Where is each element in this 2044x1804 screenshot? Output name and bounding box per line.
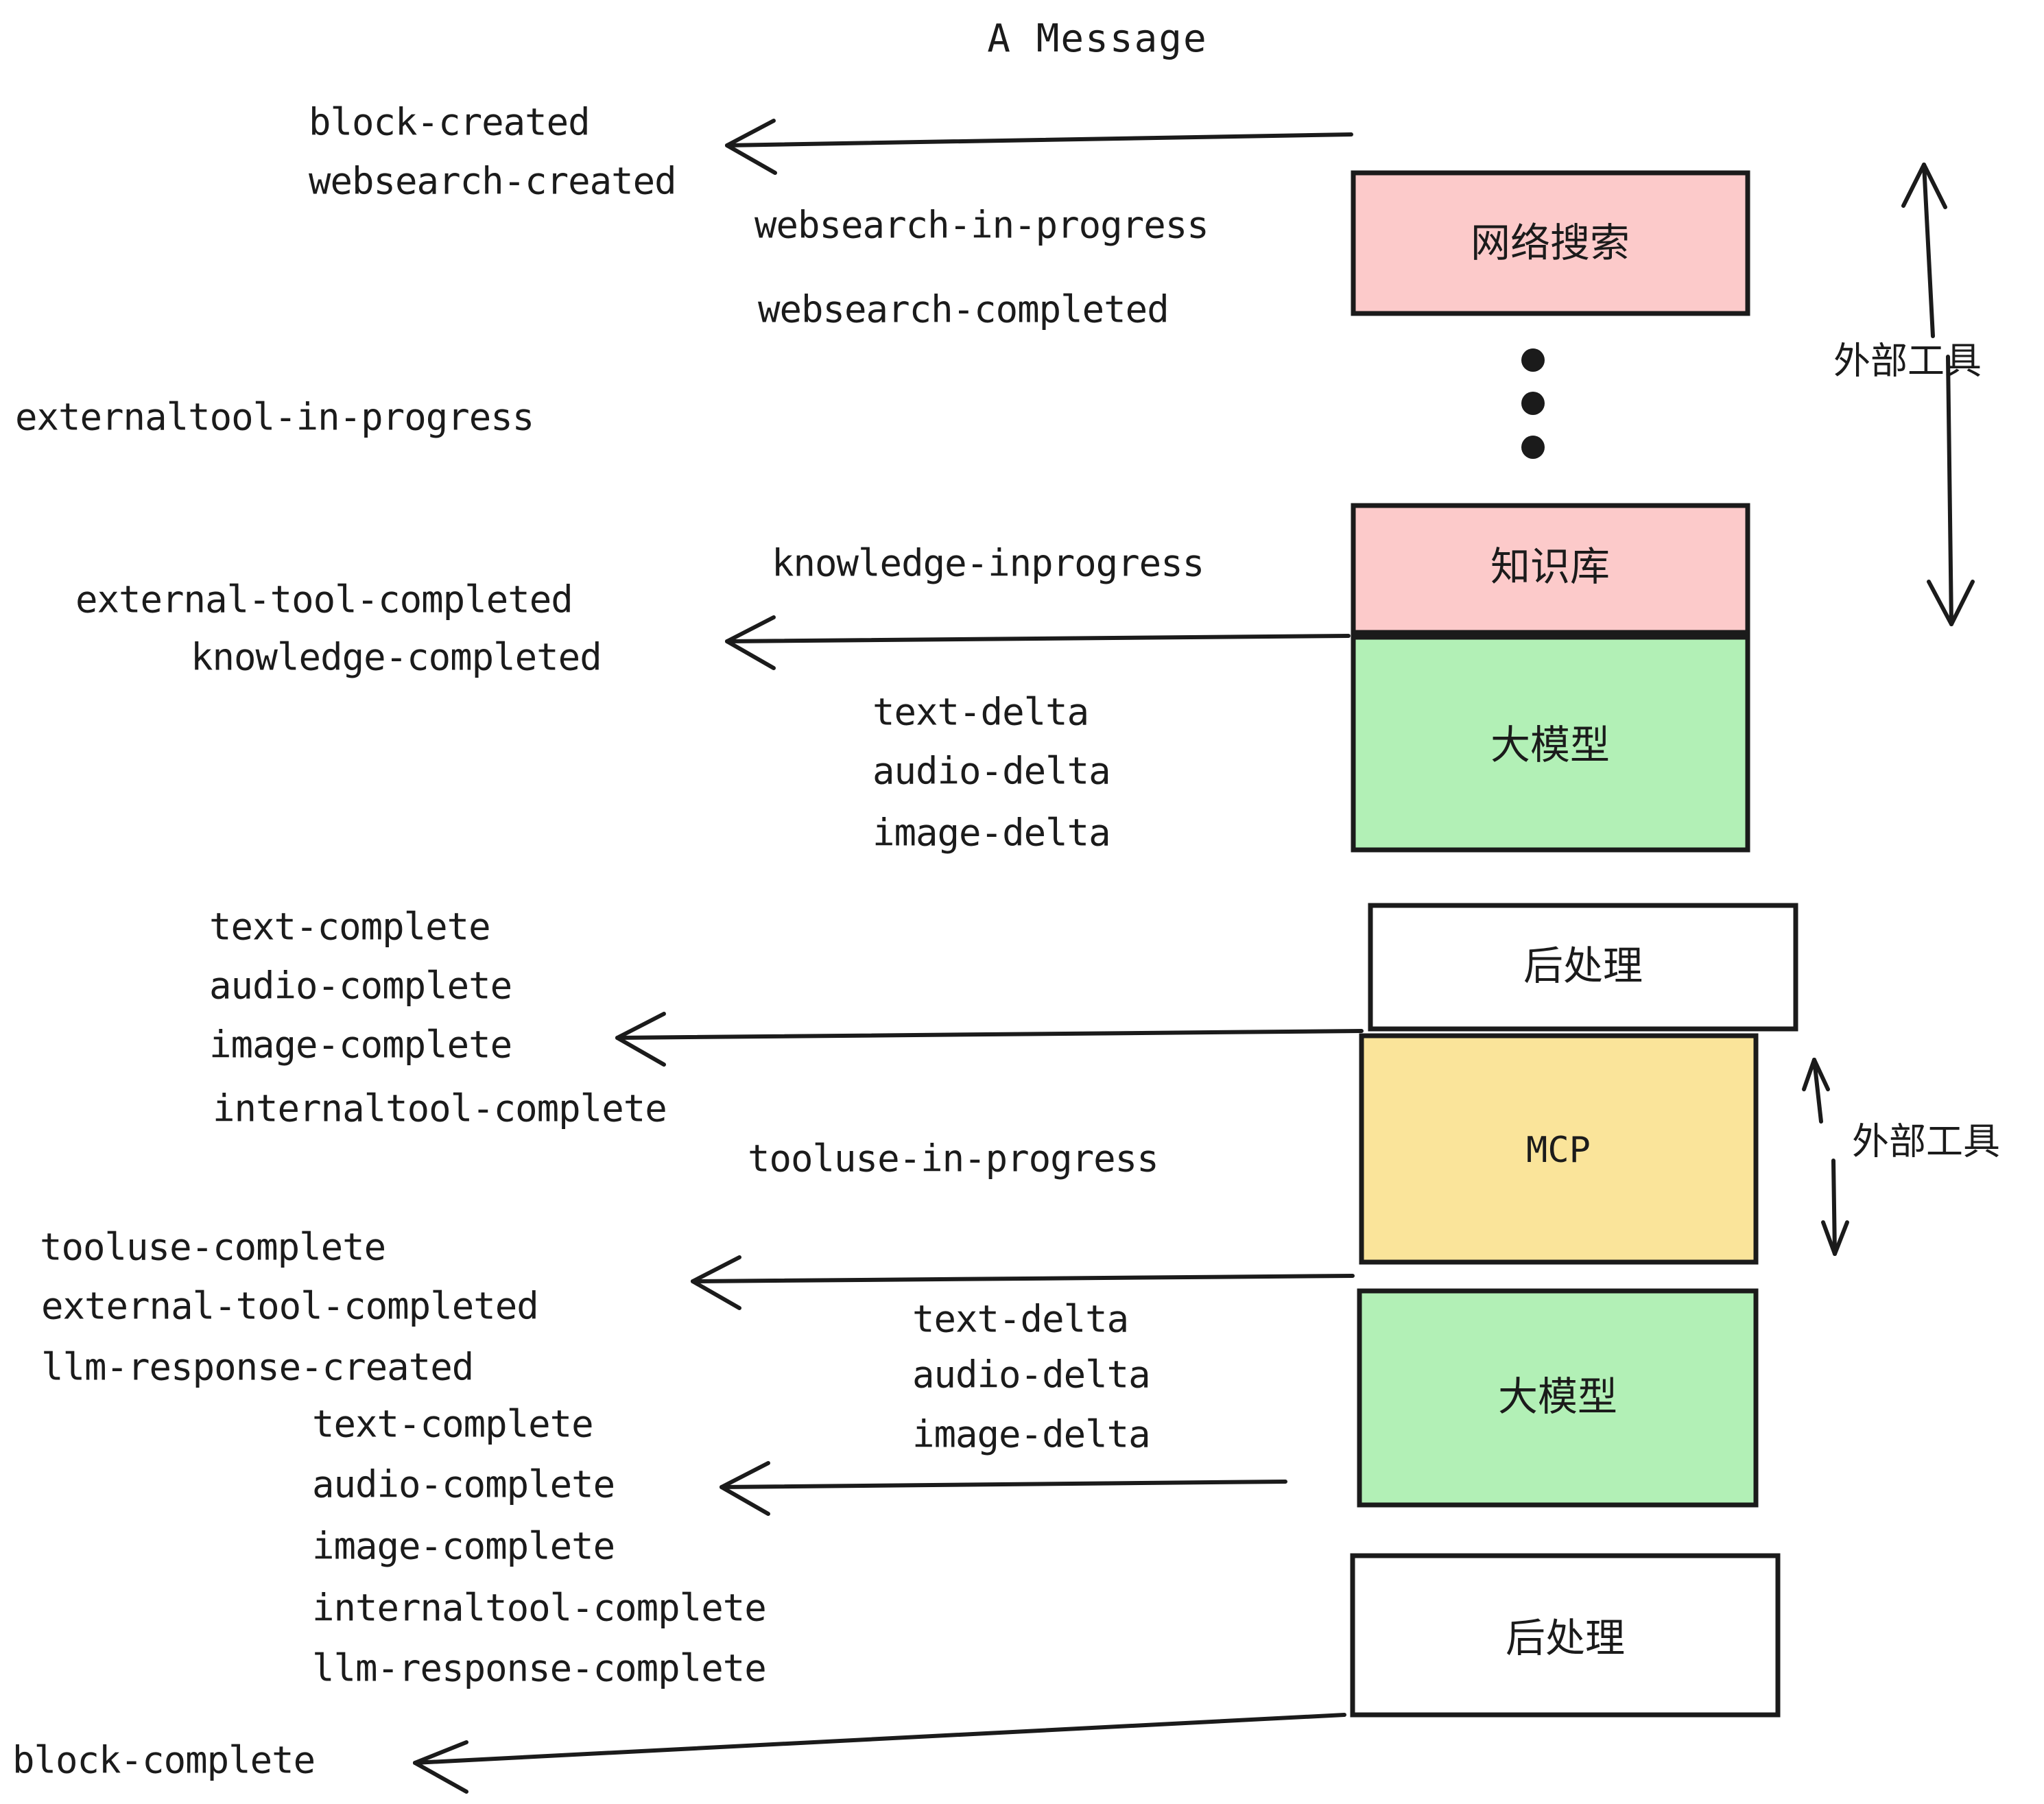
box-knowledge[interactable]: 知识库 <box>1351 503 1750 635</box>
event-llm-response-created: llm-response-created <box>41 1346 473 1389</box>
event-internaltool-complete-1: internaltool-complete <box>213 1087 667 1130</box>
external-tool-scope-top <box>1901 163 1975 626</box>
box-knowledge-label: 知识库 <box>1490 543 1610 590</box>
event-external-tool-completed-1: external-tool-completed <box>75 578 573 621</box>
event-external-tool-completed-2: external-tool-completed <box>41 1285 538 1328</box>
arrow-audio-complete <box>720 1461 1287 1516</box>
box-llm-2-rect[interactable] <box>1357 1288 1759 1508</box>
event-text-complete-2: text-complete <box>312 1403 593 1446</box>
event-block-complete: block-complete <box>12 1739 315 1782</box>
event-websearch-created: websearch-created <box>309 160 676 203</box>
event-text-delta-2: text-delta <box>912 1298 1128 1341</box>
event-audio-complete-1: audio-complete <box>209 964 512 1008</box>
box-knowledge-rect[interactable] <box>1351 503 1750 635</box>
event-websearch-in-progress: websearch-in-progress <box>754 204 1209 247</box>
arrow-image-complete <box>615 1012 1364 1067</box>
event-audio-delta-1: audio-delta <box>872 750 1110 793</box>
box-postprocess-1[interactable]: 后处理 <box>1368 903 1798 1032</box>
box-websearch-label: 网络搜索 <box>1471 219 1630 266</box>
arrow-tooluse-complete <box>691 1255 1355 1310</box>
box-postprocess-1-label: 后处理 <box>1523 942 1643 989</box>
box-llm-2-label: 大模型 <box>1498 1373 1617 1420</box>
box-postprocess-2-label: 后处理 <box>1506 1615 1625 1661</box>
event-llm-response-complete: llm-response-complete <box>312 1647 766 1690</box>
box-mcp-label: MCP <box>1526 1130 1591 1171</box>
box-postprocess-2-rect[interactable] <box>1350 1553 1781 1718</box>
side-label-external-tool-bottom: 外部工具 <box>1852 1120 2000 1163</box>
box-postprocess-1-rect[interactable] <box>1368 903 1798 1032</box>
arrow-websearch-created <box>725 119 1353 175</box>
event-image-complete-1: image-complete <box>209 1023 512 1067</box>
box-mcp[interactable]: MCP <box>1359 1033 1759 1265</box>
vertical-ellipsis <box>1521 348 1545 459</box>
box-postprocess-2[interactable]: 后处理 <box>1350 1553 1781 1718</box>
event-image-delta-1: image-delta <box>872 811 1110 855</box>
event-knowledge-completed: knowledge-completed <box>191 636 602 679</box>
box-llm-1[interactable]: 大模型 <box>1351 634 1750 853</box>
box-llm-2[interactable]: 大模型 <box>1357 1288 1759 1508</box>
external-tool-scope-bottom <box>1802 1058 1849 1256</box>
event-knowledge-inprogress: knowledge-inprogress <box>772 542 1204 585</box>
event-image-complete-2: image-complete <box>312 1525 615 1568</box>
event-image-delta-2: image-delta <box>912 1413 1150 1456</box>
event-tooluse-complete: tooluse-complete <box>40 1226 385 1269</box>
event-audio-complete-2: audio-complete <box>312 1463 615 1506</box>
event-tooluse-in-progress: tooluse-in-progress <box>748 1137 1158 1180</box>
box-llm-1-label: 大模型 <box>1490 722 1610 768</box>
box-websearch[interactable]: 网络搜索 <box>1351 170 1750 316</box>
box-websearch-rect[interactable] <box>1351 170 1750 316</box>
arrow-block-complete <box>413 1713 1346 1794</box>
box-mcp-rect[interactable] <box>1359 1033 1759 1265</box>
event-externaltool-in-progress: externaltool-in-progress <box>15 396 534 439</box>
event-text-delta-1: text-delta <box>872 691 1089 734</box>
side-label-external-tool-top: 外部工具 <box>1833 340 1982 383</box>
event-block-created: block-created <box>309 101 590 144</box>
box-llm-1-rect[interactable] <box>1351 634 1750 853</box>
event-audio-delta-2: audio-delta <box>912 1353 1150 1397</box>
event-websearch-completed: websearch-completed <box>758 288 1169 331</box>
page-title: A Message <box>987 16 1207 61</box>
arrow-knowledge-completed <box>725 615 1351 670</box>
event-internaltool-complete-2: internaltool-complete <box>312 1587 766 1630</box>
event-text-complete-1: text-complete <box>209 905 490 949</box>
